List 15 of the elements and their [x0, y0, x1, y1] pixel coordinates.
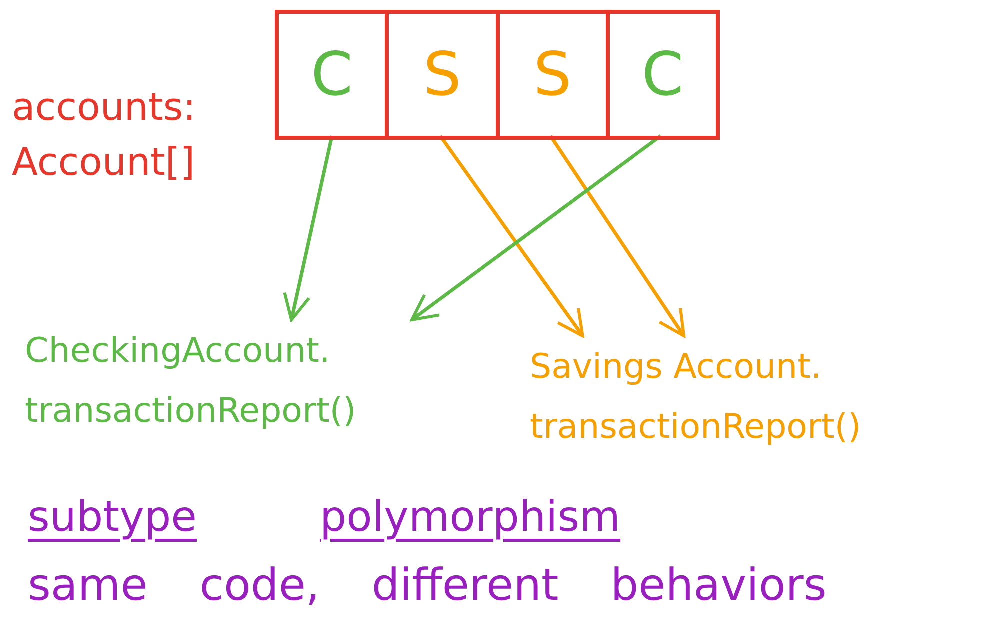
element-type-letter: C — [642, 40, 684, 110]
array-declaration: accounts: Account[] — [12, 84, 197, 186]
method-call-line: Savings Account. transactionReport() — [530, 346, 862, 448]
arrow — [438, 134, 584, 338]
element-type-letter: S — [534, 40, 572, 110]
heading-word: polymorphism — [320, 492, 621, 541]
arrow — [549, 135, 686, 338]
array-box — [275, 10, 720, 140]
element-type-letter: S — [423, 40, 462, 110]
summary-text: same code, different behaviors — [28, 560, 827, 611]
element-type-letter: C — [311, 40, 354, 110]
arrow — [410, 134, 662, 322]
arrow — [283, 136, 334, 322]
method-call-line: CheckingAccount. transactionReport() — [25, 330, 358, 432]
heading-word: subtype — [28, 492, 197, 541]
